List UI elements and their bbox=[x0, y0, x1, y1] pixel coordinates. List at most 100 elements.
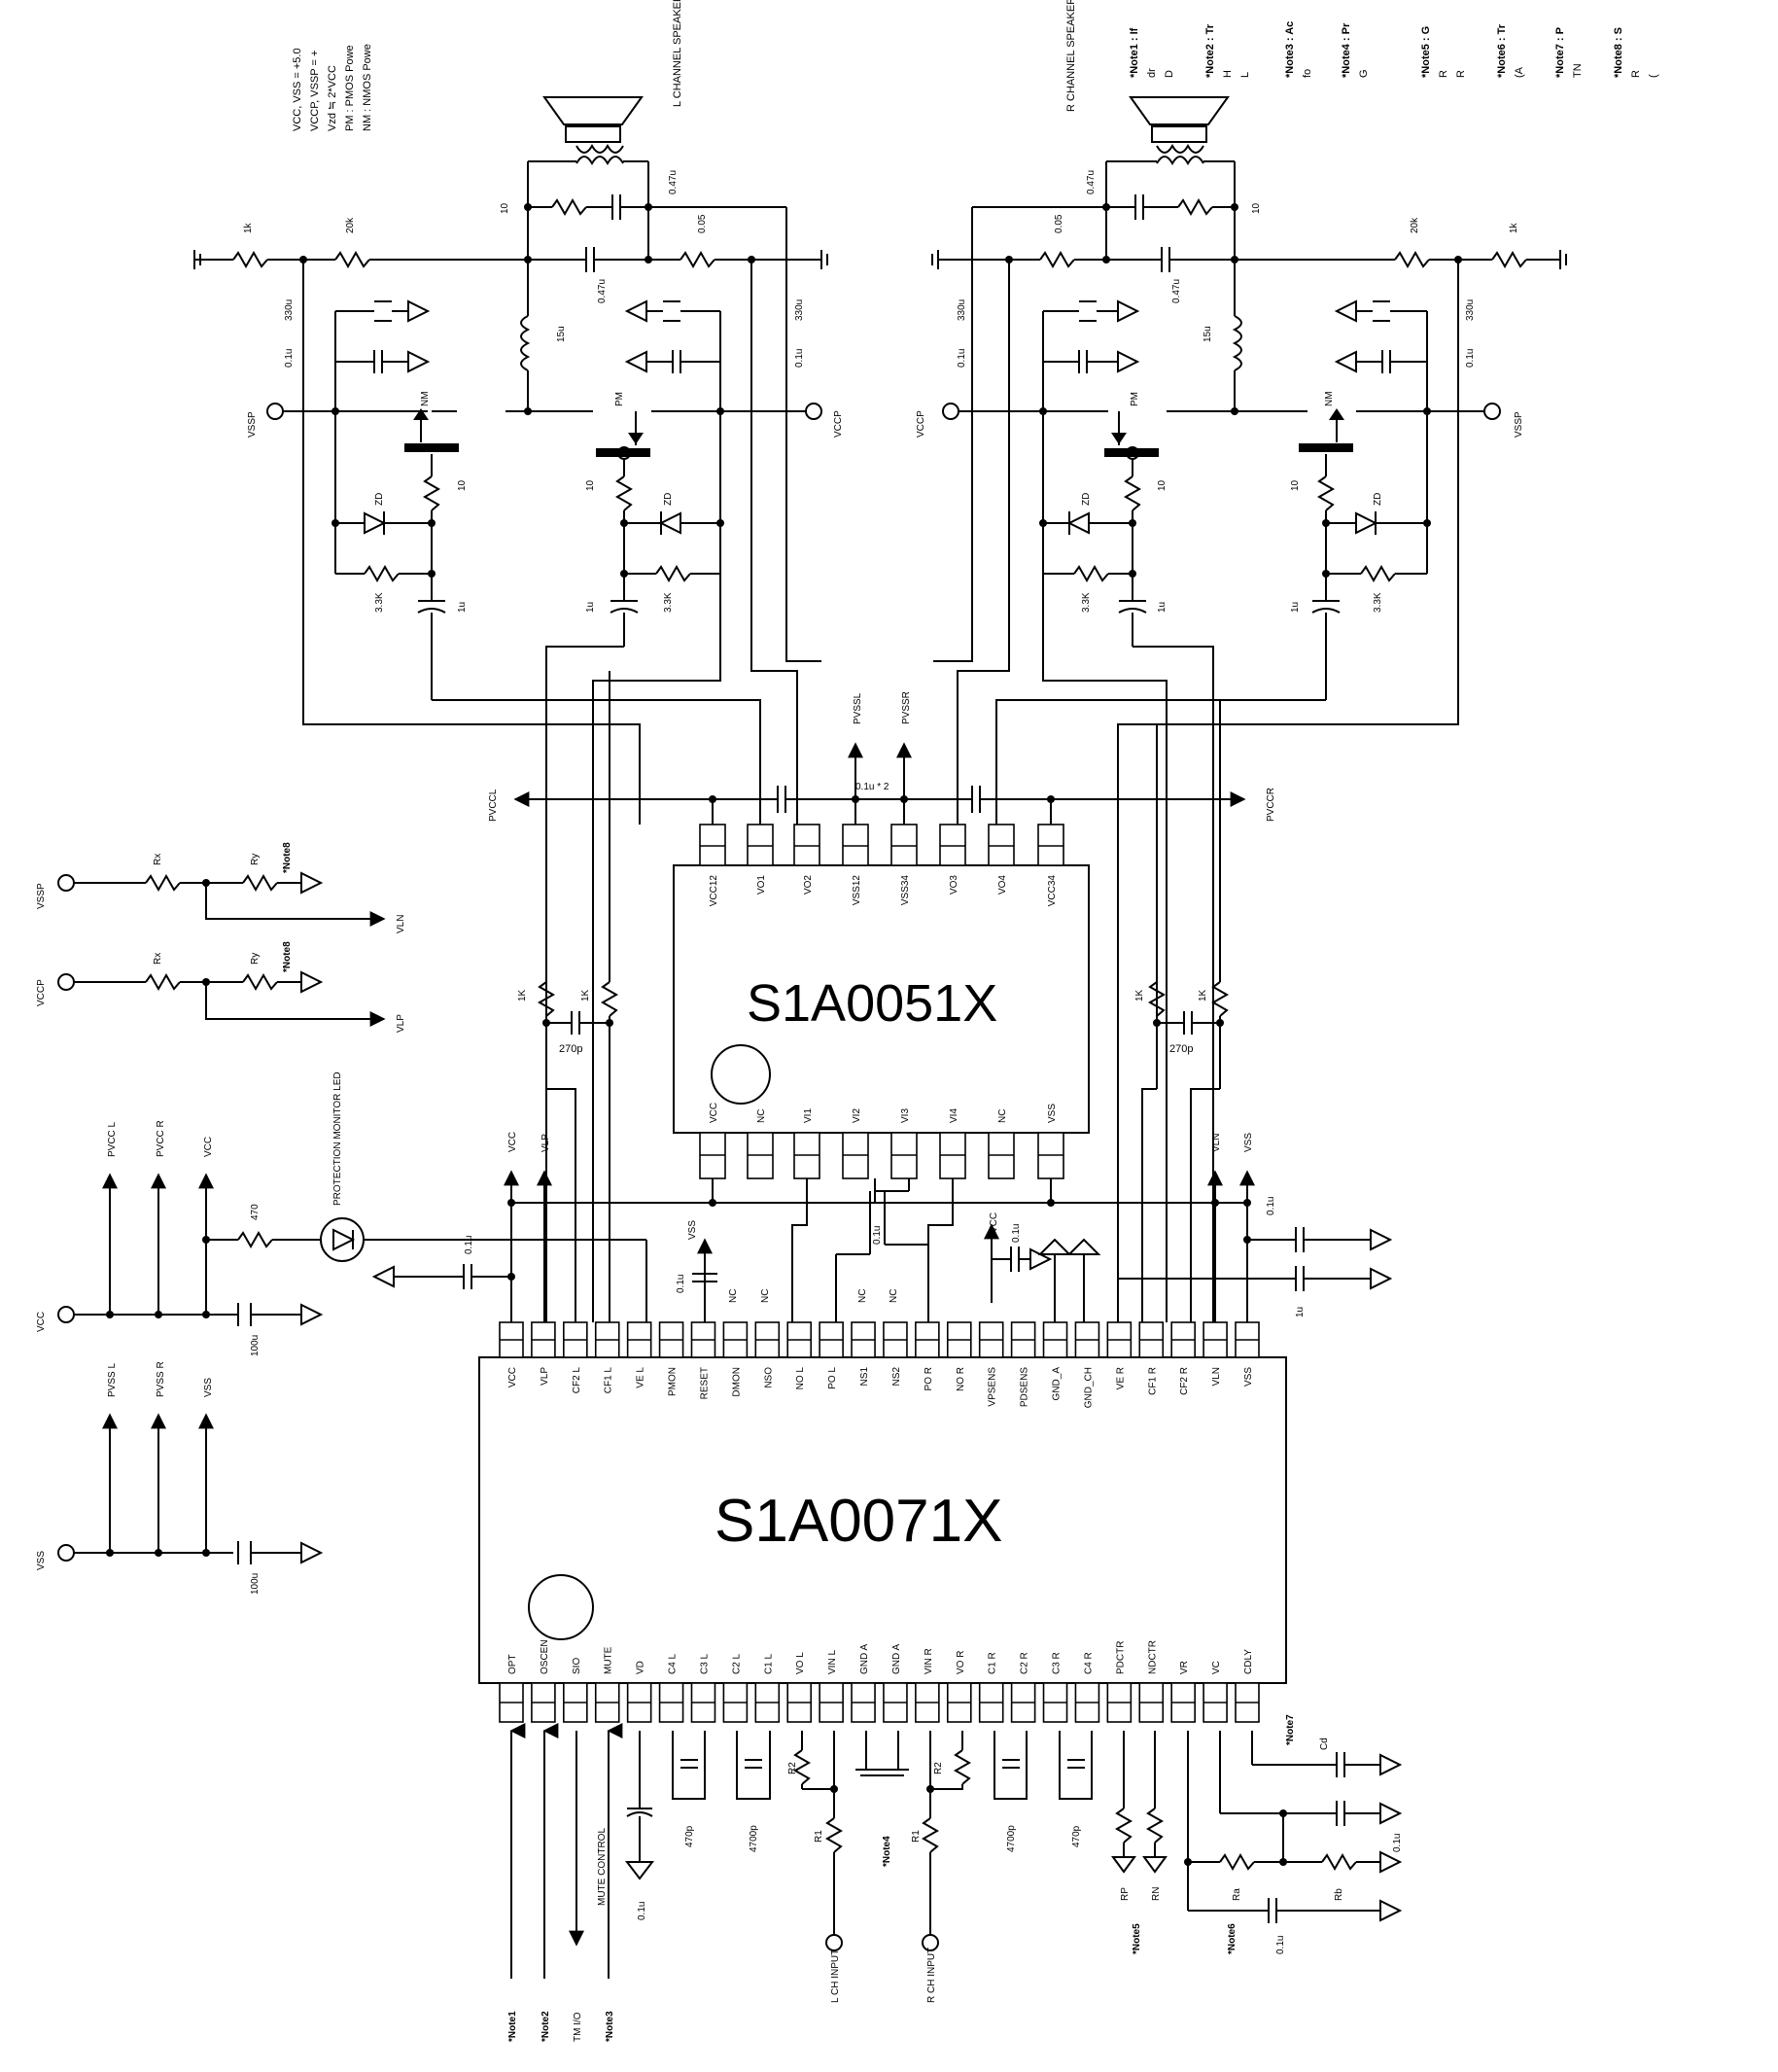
left-c01u-a-label: 0.1u bbox=[284, 349, 295, 368]
chip2-bottom-pin-label: GND A bbox=[859, 1644, 870, 1674]
chip1-top-pin-label: VO4 bbox=[997, 875, 1008, 895]
chip1-name: S1A0051X bbox=[747, 974, 997, 1033]
pvccr-label: PVCCR bbox=[1266, 788, 1276, 822]
left-r10b-label: 10 bbox=[457, 479, 468, 491]
chip2-bottom-pin-label: VIN L bbox=[827, 1650, 838, 1674]
left-nm-label: NM bbox=[420, 391, 431, 406]
mid-c1u: 1u bbox=[1295, 1307, 1306, 1317]
bottom-rp: RP bbox=[1120, 1887, 1131, 1901]
chip1-bottom-pin-label: VI1 bbox=[803, 1108, 814, 1123]
right-note-19: R bbox=[1630, 70, 1642, 78]
right-r33k-b-label: 3.3K bbox=[1373, 592, 1383, 613]
left-c330u-b-label: 330u bbox=[794, 299, 805, 321]
chip2-bottom-pin-label: VC bbox=[1211, 1661, 1222, 1674]
left-c047b-label: 0.47u bbox=[597, 279, 608, 303]
right-note-7: *Note3 : Ac bbox=[1284, 21, 1296, 78]
fb-left-r1: 1K bbox=[517, 989, 528, 1001]
mid-c01u-b: 0.1u bbox=[464, 1236, 474, 1254]
chip1-bottom-pin-label: VI2 bbox=[852, 1108, 862, 1123]
right-r33k-a-label: 3.3K bbox=[1081, 592, 1092, 613]
right-c01u-b-label: 0.1u bbox=[1465, 349, 1476, 368]
mid-wiring: VCC VLP VLN VSS 0.1u 0.1u VSS 0.1u bbox=[371, 1132, 1393, 1322]
chip2-bottom-pin-label: C4 R bbox=[1083, 1652, 1094, 1674]
bias-networks: VSSP Rx Ry *Note8 VLN VCCP Rx Ry *Note8 … bbox=[36, 842, 406, 1033]
right-r005-label: 0.05 bbox=[1054, 214, 1064, 233]
right-vccp-label: VCCP bbox=[916, 410, 926, 438]
chip1-top-pin bbox=[1037, 824, 1064, 866]
bottom-section: *Note1 *Note2 TM I/O *Note3 MUTE CONTROL… bbox=[507, 1714, 1403, 2042]
chip2-bottom-pin-label: VO L bbox=[795, 1652, 806, 1674]
mid-c01u-e: 0.1u bbox=[1266, 1197, 1276, 1215]
mid-nc-2: NC bbox=[760, 1289, 771, 1303]
mid-nc-1: NC bbox=[728, 1289, 739, 1303]
pvccl-label: PVCCL bbox=[488, 789, 499, 822]
right-r10-label: 10 bbox=[1251, 202, 1262, 214]
supply-pvssl: PVSS L bbox=[107, 1363, 118, 1397]
mid-nc-4: NC bbox=[889, 1289, 899, 1303]
left-supply: PVCC L PVCC R VCC VCC 470 PROTECTION MON… bbox=[36, 1071, 647, 1595]
header-note-4: PM : PMOS Powe bbox=[344, 45, 356, 131]
chip1-top-pin bbox=[939, 824, 966, 866]
chip1-top-pin bbox=[793, 824, 820, 866]
left-r1k-label: 1k bbox=[243, 222, 254, 233]
bottom-c4700p-l: 4700p bbox=[749, 1825, 759, 1852]
bottom-mute: MUTE CONTROL bbox=[597, 1828, 608, 1906]
right-r10c-label: 10 bbox=[1290, 479, 1301, 491]
chip2-top-pin-label: GND_A bbox=[1052, 1367, 1063, 1401]
chip1-top-pin bbox=[890, 824, 918, 866]
right-nm-label: NM bbox=[1324, 391, 1335, 406]
left-r20k-label: 20k bbox=[345, 217, 356, 233]
left-r33k-b-label: 3.3K bbox=[663, 592, 674, 613]
bias2-supply: VCCP bbox=[36, 979, 47, 1006]
bottom-note7: *Note7 bbox=[1285, 1714, 1296, 1745]
right-note-12: R bbox=[1438, 70, 1449, 78]
supply-c100u: 100u bbox=[250, 1335, 261, 1356]
chip2-bottom-pin-label: OPT bbox=[507, 1654, 518, 1674]
chip2-bottom-pin-label: C2 R bbox=[1020, 1652, 1030, 1674]
right-c1u-b-label: 1u bbox=[1290, 602, 1301, 613]
chip2-top-pin-label: RESET bbox=[699, 1367, 710, 1399]
left-channel-output-stage: L CHANNEL SPEAKER 10 0.47u bbox=[193, 0, 844, 1322]
right-note-8: fo bbox=[1302, 69, 1313, 78]
header-note-5: NM : NMOS Powe bbox=[362, 44, 373, 131]
chip1-top-pin-label: VCC34 bbox=[1047, 875, 1058, 907]
left-zd-a-label: ZD bbox=[374, 493, 385, 506]
left-pm-label: PM bbox=[614, 392, 625, 406]
bottom-r2-r: R2 bbox=[933, 1762, 944, 1774]
pvssl-label: PVSSL bbox=[853, 692, 863, 724]
chip2-top-pin-label: VE R bbox=[1115, 1367, 1126, 1389]
header-note-2: VCCP, VSSP = + bbox=[309, 51, 321, 131]
right-zd-a-label: ZD bbox=[1081, 493, 1092, 506]
chip1-top-pin-label: VO3 bbox=[949, 875, 959, 895]
chip1-top-pin-label: VO1 bbox=[756, 875, 767, 895]
right-note-18: *Note8 : S bbox=[1613, 27, 1624, 78]
chip2-bottom-pin-label: MUTE bbox=[604, 1646, 614, 1674]
right-note-1: *Note1 : If bbox=[1129, 27, 1140, 78]
bottom-c-vd: 0.1u bbox=[637, 1902, 647, 1920]
right-c330u-a-label: 330u bbox=[957, 299, 967, 321]
right-r1k-label: 1k bbox=[1509, 222, 1519, 233]
bias1-ry: Ry bbox=[250, 854, 261, 865]
right-r10b-label: 10 bbox=[1157, 479, 1168, 491]
bias1-note: *Note8 bbox=[282, 842, 293, 873]
right-note-3: D bbox=[1164, 70, 1175, 78]
fb-right-r2: 1K bbox=[1198, 989, 1208, 1001]
chip1-top-pin bbox=[988, 824, 1015, 866]
chip2-top-pin-label: CF2 R bbox=[1179, 1367, 1190, 1395]
chip2-top-pin-label: NS1 bbox=[859, 1367, 870, 1387]
right-note-17: TN bbox=[1572, 63, 1584, 78]
mid-vln: VLN bbox=[1211, 1134, 1222, 1152]
right-r20k-label: 20k bbox=[1410, 217, 1420, 233]
chip1-top-pin-label: VSS12 bbox=[852, 875, 862, 906]
bottom-c-vr: 0.1u bbox=[1275, 1936, 1286, 1954]
header-note-3: Vzd ≒ 2*VCC bbox=[327, 65, 338, 131]
chip2-top-pin-label: CF2 L bbox=[572, 1367, 582, 1394]
left-speaker-icon bbox=[542, 96, 644, 166]
chip2-bottom-pin-label: VR bbox=[1179, 1661, 1190, 1674]
mid-vss-small: VSS bbox=[687, 1220, 698, 1240]
chip2-top-pin-label: GND_CH bbox=[1083, 1367, 1094, 1408]
chip2-top-pin-label: VLN bbox=[1211, 1367, 1222, 1386]
